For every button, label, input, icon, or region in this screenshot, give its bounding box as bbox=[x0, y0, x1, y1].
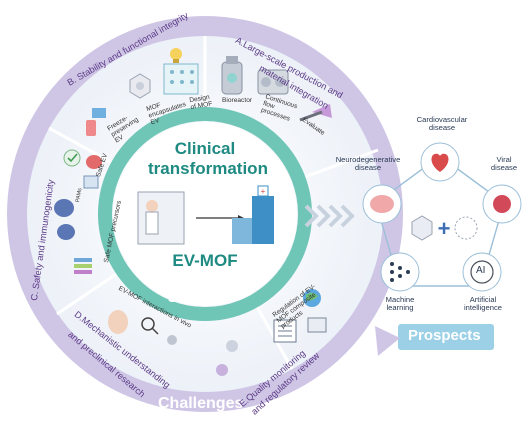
svg-text:+: + bbox=[261, 187, 266, 196]
human-head-icon bbox=[108, 310, 128, 334]
mof-precursor-icon bbox=[83, 175, 99, 189]
cell-icon bbox=[86, 155, 102, 169]
prospect-ml-label: Machine learning bbox=[385, 295, 415, 312]
center-disc bbox=[113, 122, 297, 306]
macrophage-icon bbox=[54, 199, 75, 240]
researcher-icon bbox=[137, 191, 185, 245]
globe-icon bbox=[303, 289, 321, 307]
ai-badge-text: AI bbox=[476, 265, 486, 276]
checklist-icon bbox=[273, 319, 297, 343]
center-title-line1: Clinical bbox=[174, 139, 236, 158]
monitor-icon bbox=[307, 317, 327, 333]
ev-vesicle-icon bbox=[216, 340, 238, 376]
safe-ev-icon bbox=[63, 149, 81, 167]
segment-a-item-bioreactor: Bioreactor bbox=[222, 97, 253, 104]
prospects-box bbox=[398, 324, 494, 350]
prospect-viral-label: Viral disease bbox=[490, 155, 518, 172]
mof-lattice-icon bbox=[163, 63, 199, 95]
mof-node-icon bbox=[454, 216, 478, 240]
center-subtitle: EV-MOF bbox=[172, 251, 238, 270]
prospect-neuro-label: Neurodegenerative disease bbox=[335, 155, 401, 172]
brain-icon bbox=[370, 195, 394, 213]
challenges-arrow-head bbox=[375, 326, 400, 356]
ai-badge-ring bbox=[470, 260, 494, 284]
heart-icon bbox=[431, 153, 449, 172]
prospect-cardiovascular-label: Cardiovascular disease bbox=[416, 115, 468, 132]
chevrons-arrow bbox=[304, 204, 355, 228]
ml-node bbox=[380, 252, 420, 292]
plus-sign: + bbox=[438, 216, 451, 241]
center-title-line2: transformation bbox=[148, 159, 268, 178]
ev-hexagon-icon bbox=[411, 215, 433, 241]
challenges-label: Challenges bbox=[158, 395, 244, 412]
neural-network-icon bbox=[390, 262, 410, 282]
bioreactor-icon bbox=[221, 56, 243, 95]
evaluate-icon bbox=[299, 104, 332, 122]
ev-encapsulation-icon bbox=[129, 73, 151, 99]
solutions-label: Solutions bbox=[168, 290, 228, 305]
reagent-strips-icon bbox=[74, 258, 92, 274]
hospital-icon: + bbox=[232, 185, 274, 244]
lightbulb-icon bbox=[170, 48, 182, 63]
prospects-label: Prospects bbox=[408, 327, 481, 344]
virus-icon bbox=[493, 195, 511, 213]
particle-icon bbox=[167, 335, 177, 345]
freeze-vial-icon bbox=[86, 108, 106, 136]
magnifier-icon bbox=[141, 317, 159, 335]
prospect-ai-label: Artificial intelligence bbox=[464, 295, 502, 312]
continuous-flow-icon bbox=[257, 69, 289, 95]
ai-node bbox=[462, 252, 502, 292]
solutions-ring bbox=[98, 107, 312, 321]
